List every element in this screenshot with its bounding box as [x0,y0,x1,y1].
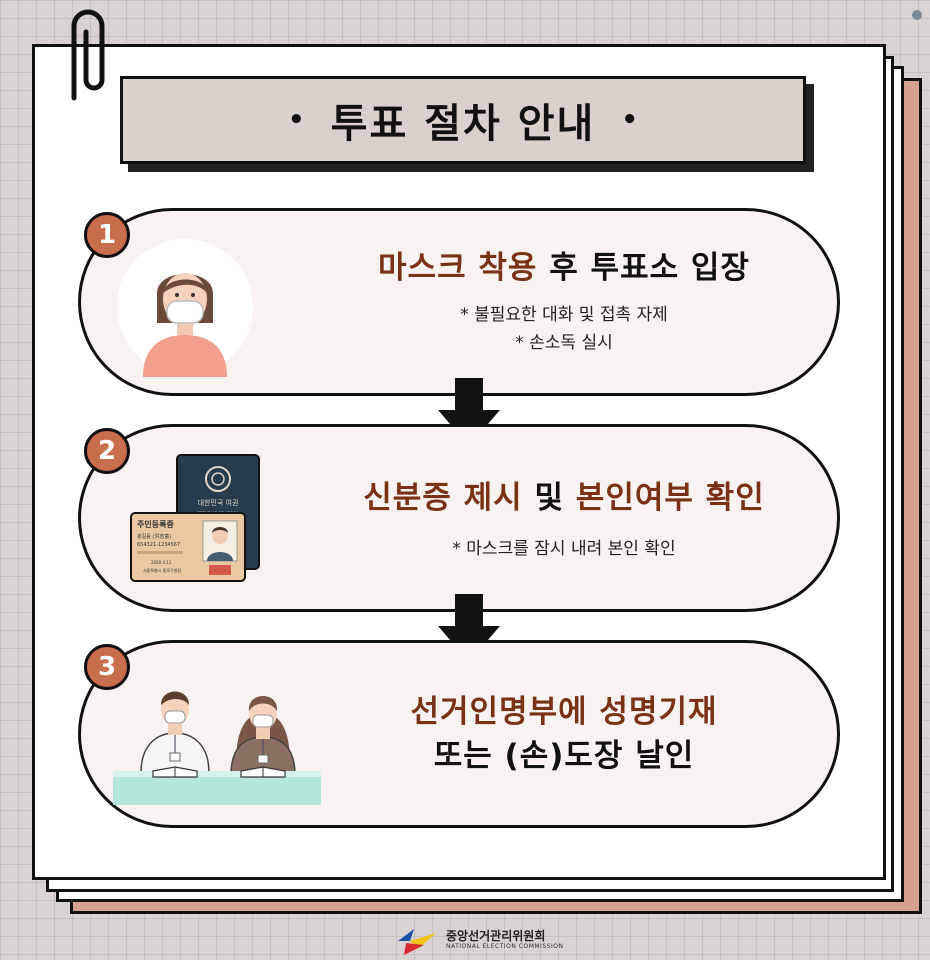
election-officials-icon [113,691,321,805]
step-headline: 신분증 제시 및 본인여부 확인 [301,477,827,519]
step-headline-text: 후 투표소 입장 [537,250,750,286]
paperclip-icon [71,9,105,101]
step-note: * 마스크를 잠시 내려 본인 확인 [452,539,676,559]
footer-org: 중앙선거관리위원회 NATIONAL ELECTION COMMISSION [396,922,563,958]
id-card-title: 주민등록증 [137,519,174,529]
step-number-badge: 1 [84,212,130,258]
step-number-badge: 2 [84,428,130,474]
id-card-date: 2020.4.15 [151,560,172,565]
step-headline-text: 및 [522,480,576,516]
step-card-3: 선거인명부에 성명기재 또는 (손)도장 날인 [78,640,840,828]
step-note: * 손소독 실시 [515,333,613,353]
step-number-badge: 3 [84,644,130,690]
title-bullet: • [288,105,305,135]
step-note: * 불필요한 대화 및 접촉 자제 [460,305,668,325]
masked-woman-icon [117,239,253,377]
step-headline-highlight: 본인여부 확인 [575,480,765,516]
step-headline: 마스크 착용 후 투표소 입장 [301,247,827,289]
nec-logo-icon [398,929,436,955]
step-headline-highlight: 선거인명부에 성명기재 [410,694,718,730]
title-banner: • 투표 절차 안내 • [120,76,806,164]
step-headline-text: 또는 (손)도장 날인 [433,738,695,774]
id-card-issuer: 서울특별시 종로구청장 [143,567,181,573]
page-title: 투표 절차 안내 [330,101,596,147]
step-card-1: 마스크 착용 후 투표소 입장 * 불필요한 대화 및 접촉 자제 * 손소독 … [78,208,840,396]
corner-dot [912,10,922,20]
step-headline-highlight: 신분증 제시 [363,480,523,516]
step-headline-highlight: 마스크 착용 [378,250,538,286]
passport-title: 대한민국 여권 [198,498,239,507]
id-card-name: 홍길동 (洪吉童) [137,533,171,540]
org-name-en: NATIONAL ELECTION COMMISSION [446,943,564,950]
step-card-2: 대한민국 여권 REPUBLIC OF KOREA PASSPORT 주민등록증… [78,424,840,612]
id-card-icon: 주민등록증 홍길동 (洪吉童) 654321-1234567 2020.4.15… [130,512,246,582]
id-card-number: 654321-1234567 [137,542,180,548]
title-bullet: • [621,105,638,135]
org-name: 중앙선거관리위원회 [446,929,546,943]
